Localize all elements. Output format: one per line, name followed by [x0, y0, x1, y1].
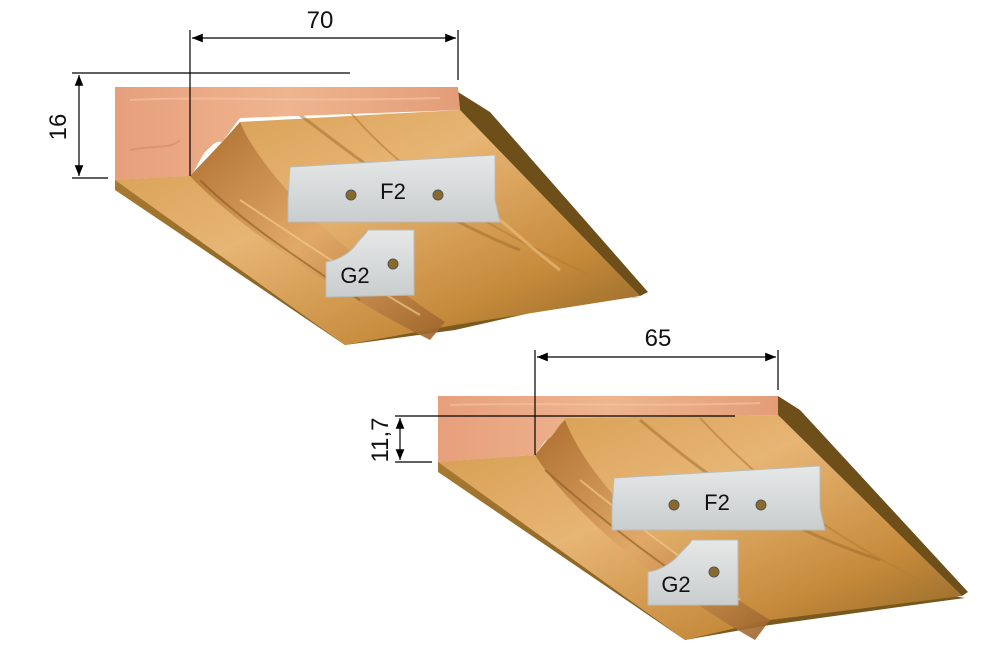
- knife-hole-icon: [387, 258, 399, 270]
- knife-hole-icon: [708, 566, 720, 578]
- height-label: 16: [45, 114, 72, 141]
- dimension-width: 65: [534, 325, 779, 455]
- knife-f2: F2: [287, 154, 501, 223]
- profile-2: F2 G2 65 11,7: [367, 325, 968, 640]
- knife-hole-icon: [755, 499, 767, 511]
- knife-hole-icon: [432, 189, 444, 201]
- knife-label-lower: G2: [661, 572, 690, 597]
- knife-label-upper: F2: [704, 490, 730, 515]
- wood-top-face: [115, 87, 460, 180]
- knife-hole-icon: [345, 189, 357, 201]
- knife-g2: G2: [325, 229, 415, 298]
- wood-top-face: [438, 396, 778, 462]
- width-label: 70: [307, 7, 334, 34]
- dimension-width: 70: [189, 7, 459, 176]
- knife-label-lower: G2: [340, 263, 369, 288]
- dimension-height: 11,7: [367, 415, 735, 463]
- knife-label-upper: F2: [380, 179, 406, 204]
- height-label: 11,7: [367, 418, 394, 463]
- knife-hole-icon: [668, 499, 680, 511]
- knife-f2: F2: [611, 465, 826, 531]
- width-label: 65: [645, 325, 672, 352]
- knife-g2: G2: [647, 539, 739, 606]
- dimension-height: 16: [45, 72, 350, 179]
- profile-1: F2 G2 70 16: [45, 7, 648, 345]
